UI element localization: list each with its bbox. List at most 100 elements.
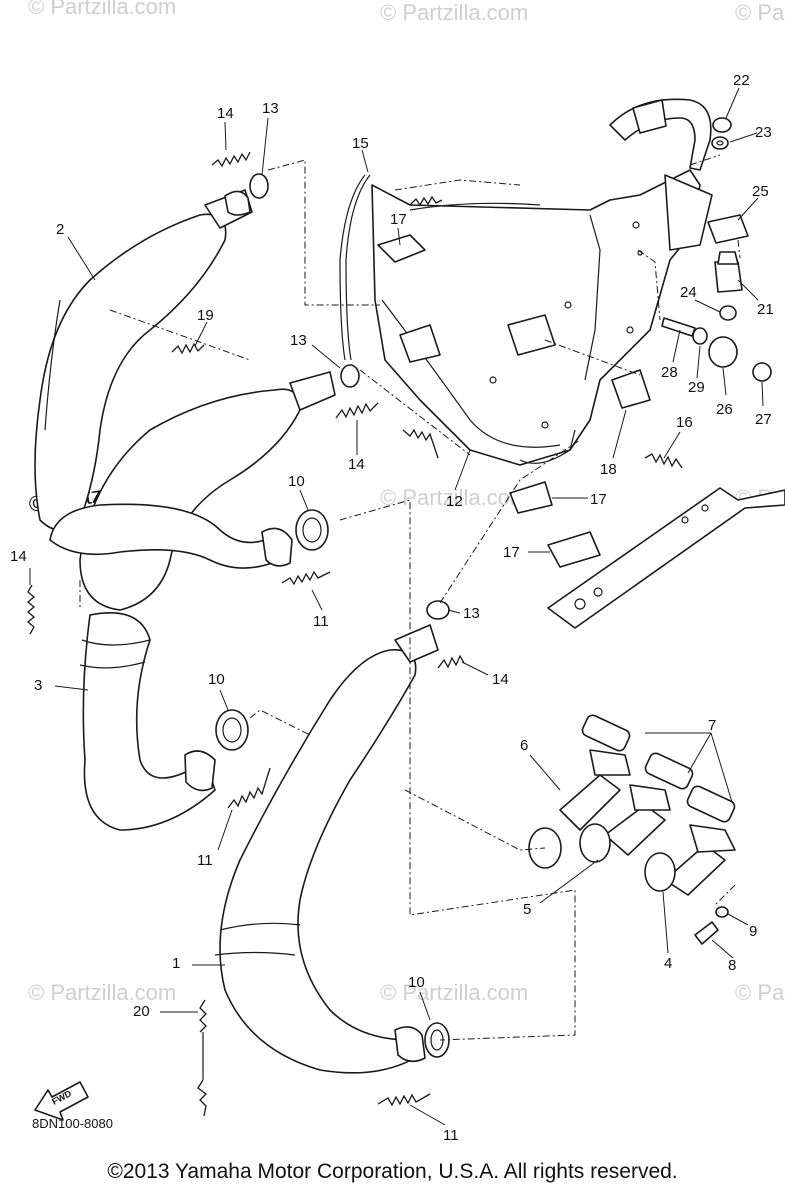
plate-hole [701, 504, 709, 512]
muffler-2-joint [224, 190, 251, 216]
callout-6: 6 [520, 737, 528, 754]
nut-24 [719, 305, 737, 321]
spring-14-lower [437, 654, 465, 669]
gasket-10-lower [424, 1022, 450, 1058]
callout-17-lower: 17 [590, 491, 607, 508]
muffler-middle-inlet [289, 371, 336, 411]
spring-11-lower [377, 1093, 431, 1107]
spring-box-upper [409, 195, 443, 207]
plate-hole [574, 598, 586, 610]
watermark-top-right: © Partzilla.com [735, 0, 785, 25]
tube-15 [339, 174, 366, 361]
callout-20: 20 [133, 1003, 150, 1020]
bolt-8 [694, 921, 719, 945]
callout-17: 17 [390, 211, 407, 228]
bracket-18 [611, 369, 651, 409]
gasket-10-middle [215, 709, 249, 751]
muffler-1-band [219, 922, 301, 931]
callout-24: 24 [680, 284, 697, 301]
callout-4: 4 [664, 955, 672, 972]
gasket-13-middle [340, 364, 360, 388]
pipe-clamp-top [632, 99, 667, 134]
callout-10-lower: 10 [408, 974, 425, 991]
washer-23 [711, 136, 729, 150]
callout-26: 26 [716, 401, 733, 418]
bracket-17-box [399, 324, 441, 363]
bracket-box-mid [507, 314, 556, 356]
nut-22 [712, 117, 732, 133]
callout-28: 28 [661, 364, 678, 381]
spring-14-left [26, 584, 36, 635]
callout-13: 13 [262, 100, 279, 117]
manifold-5 [579, 784, 671, 863]
plate-hole [593, 587, 603, 597]
upper-pipe-flange [261, 527, 293, 567]
spring-14-middle [335, 402, 379, 419]
gasket-7c [686, 785, 736, 823]
bolt-28 [661, 317, 696, 337]
gasket-7a [581, 714, 631, 752]
callout-19: 19 [197, 307, 214, 324]
callout-21: 21 [757, 301, 774, 318]
header-3-band [79, 661, 146, 669]
gasket-10-upper [295, 509, 329, 551]
callout-15: 15 [352, 135, 369, 152]
callout-3: 3 [34, 677, 42, 694]
header-pipe-3 [82, 611, 216, 831]
muffler-1-band [214, 951, 296, 956]
callout-8: 8 [728, 957, 736, 974]
spring-11-upper [281, 570, 331, 586]
bracket-17-lower [509, 481, 553, 514]
header-3-band [81, 639, 151, 646]
watermark-low-left: © Partzilla.com [28, 980, 176, 1005]
callout-23: 23 [755, 124, 772, 141]
callout-11-upper: 11 [313, 613, 329, 630]
callout-13-middle: 13 [290, 332, 307, 349]
spring-box-lower [402, 428, 439, 459]
gasket-13-lower [426, 600, 450, 620]
gasket-7b [644, 752, 694, 790]
muffler-middle [79, 388, 301, 611]
callout-13-lower: 13 [463, 605, 480, 622]
muffler-2-seam [44, 299, 61, 431]
spring-16 [644, 453, 683, 469]
callout-25: 25 [752, 183, 769, 200]
manifold-6 [528, 749, 631, 869]
frame-bracket-plate [547, 487, 785, 629]
callout-11-lower: 11 [443, 1127, 459, 1144]
callout-14: 14 [217, 105, 234, 122]
callout-7: 7 [708, 717, 716, 734]
callout-22: 22 [733, 72, 750, 89]
watermark-top-left: © Partzilla.com [28, 0, 176, 19]
spring-20 [197, 999, 207, 1117]
watermark-low-center: © Partzilla.com [380, 980, 528, 1005]
callout-5: 5 [523, 901, 531, 918]
callout-29: 29 [688, 379, 705, 396]
manifold-4 [644, 824, 736, 896]
damper-21 [714, 261, 743, 293]
callout-10-upper: 10 [288, 473, 305, 490]
box-mount-bracket [664, 174, 713, 251]
bracket-25 [707, 214, 749, 244]
spring-14-top [211, 151, 251, 168]
callout-9: 9 [749, 923, 757, 940]
callout-labels: 14 13 15 17 2 19 13 10 11 14 12 14 3 10 … [10, 72, 774, 1144]
gasket-13-top [249, 173, 269, 199]
muffler-1-outlet [394, 1026, 426, 1063]
callout-14-middle: 14 [348, 456, 365, 473]
diagram-code: 8DN100-8080 [32, 1116, 113, 1131]
spring-11-middle [227, 767, 271, 809]
callout-16: 16 [676, 414, 693, 431]
callout-2: 2 [56, 221, 64, 238]
plate-hole [681, 516, 689, 524]
callout-18: 18 [600, 461, 617, 478]
callout-12: 12 [446, 493, 463, 510]
assembly-lines [79, 154, 741, 1041]
callout-27: 27 [755, 411, 772, 428]
header-3-flange [184, 750, 216, 792]
washer-29 [692, 327, 708, 345]
watermark-top-center: © Partzilla.com [380, 0, 528, 25]
callout-14-left: 14 [10, 548, 27, 565]
grommet-26 [708, 336, 738, 368]
